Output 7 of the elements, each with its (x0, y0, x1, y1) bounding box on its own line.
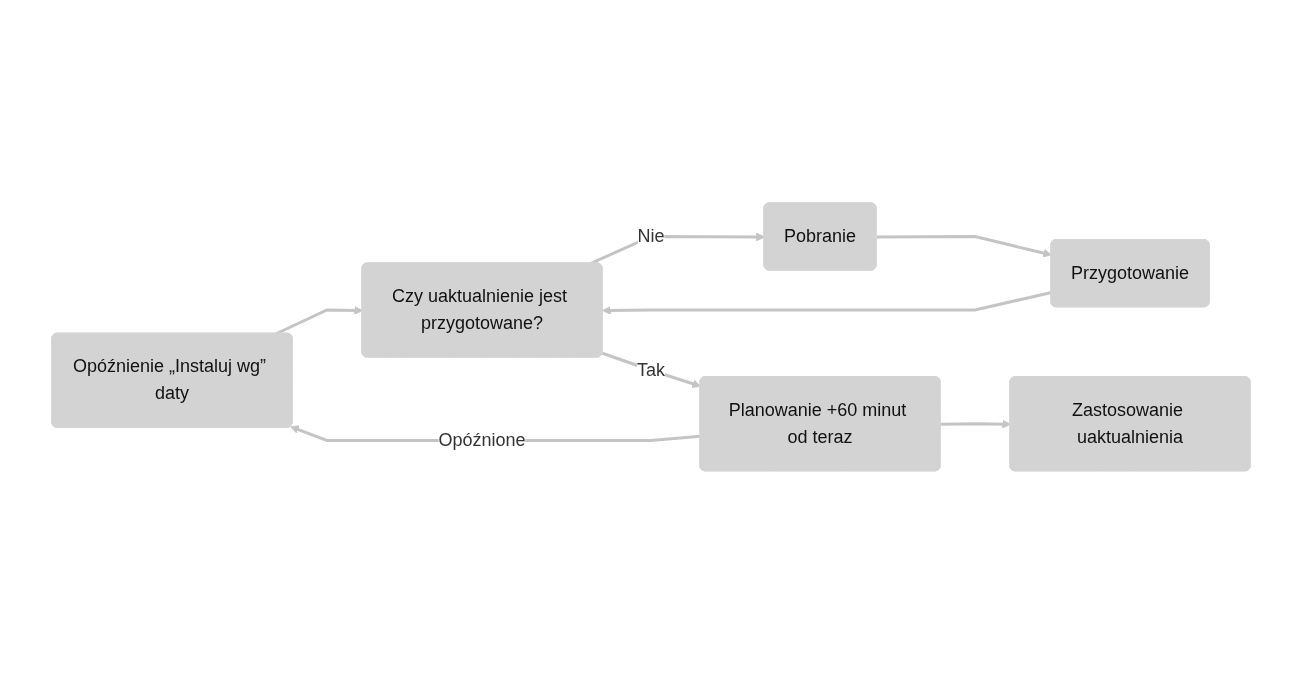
edge-label: Opóźnione (438, 429, 527, 450)
arrow (940, 419, 1012, 429)
edge-label: Tak (637, 359, 666, 380)
arrow (602, 290, 1053, 315)
edge-label: Nie (637, 225, 665, 246)
arrow (602, 351, 702, 388)
arrow (877, 234, 1053, 258)
